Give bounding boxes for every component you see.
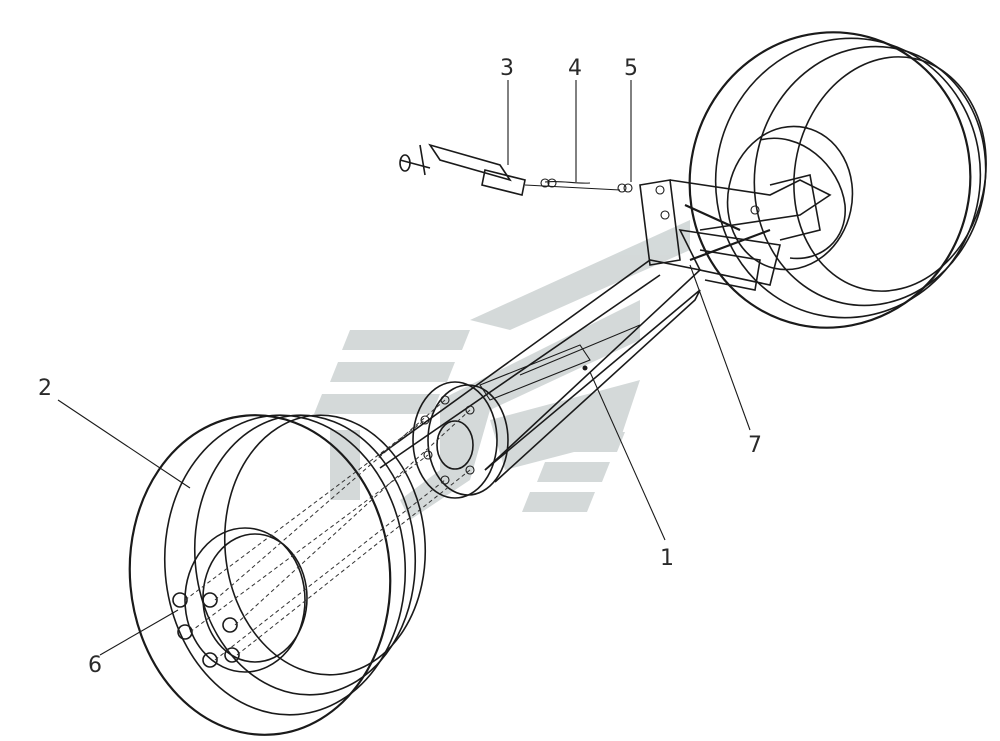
callout-5: 5 — [624, 56, 638, 81]
callout-7: 7 — [748, 433, 762, 458]
wheel-nuts — [172, 399, 471, 668]
leader-7 — [689, 264, 751, 431]
leader-2 — [57, 399, 191, 489]
right-tire — [688, 31, 987, 329]
left-tire — [128, 414, 427, 736]
mounting-bracket — [639, 174, 832, 291]
leader-6 — [99, 609, 179, 656]
watermark-logo — [314, 220, 690, 520]
leader-1 — [589, 371, 666, 541]
callout-1: 1 — [660, 546, 674, 571]
brake-cable — [524, 178, 633, 193]
leader-lines — [57, 80, 751, 656]
callout-3: 3 — [500, 56, 514, 81]
axle-beam — [379, 259, 702, 483]
callout-6: 6 — [88, 653, 102, 678]
wheel-hub — [412, 381, 509, 499]
callout-4: 4 — [568, 56, 582, 81]
callout-2: 2 — [38, 376, 52, 401]
winch-handle — [399, 143, 526, 196]
